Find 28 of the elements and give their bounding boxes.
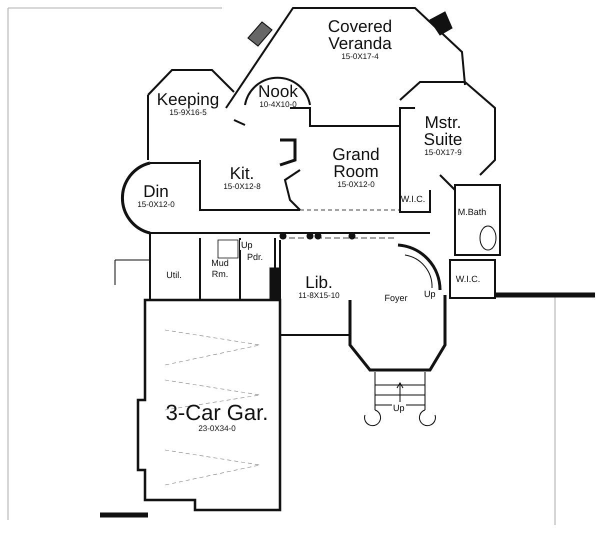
room-dimensions: 10-4X10-0 bbox=[259, 100, 297, 110]
room-name: 3-Car Gar. bbox=[166, 402, 268, 424]
room-dimensions: 15-9X16-5 bbox=[169, 108, 207, 118]
room-name: Grand Room bbox=[331, 146, 381, 180]
room-dimensions: 11-8X15-10 bbox=[298, 290, 340, 300]
room-name: Kit. bbox=[230, 164, 254, 182]
room-name: Foyer bbox=[384, 292, 408, 304]
room-name: Keeping bbox=[156, 90, 220, 108]
room-dimensions: 15-0X12-0 bbox=[137, 200, 175, 210]
room-dimensions: 15-0X12-0 bbox=[337, 180, 375, 190]
room-dimensions: 15-0X17-9 bbox=[424, 148, 462, 158]
room-name: Lib. bbox=[305, 274, 333, 290]
room-name: Din bbox=[143, 182, 169, 200]
stair-direction-label: Up bbox=[423, 289, 437, 299]
room-name: W.I.C. bbox=[400, 194, 426, 204]
room-name: Util. bbox=[166, 270, 182, 280]
stair-direction-label: Up bbox=[240, 240, 254, 250]
room-name: Mud Rm. bbox=[210, 258, 230, 280]
room-dimensions: 15-0X17-4 bbox=[341, 52, 379, 62]
room-dimensions: 15-0X12-8 bbox=[223, 182, 261, 192]
stair-direction-label: Up bbox=[392, 403, 406, 413]
room-name: Mstr. Suite bbox=[422, 114, 464, 148]
room-name: M.Bath bbox=[458, 206, 486, 218]
room-name: Nook bbox=[258, 82, 298, 100]
room-name: W.I.C. bbox=[456, 274, 480, 284]
room-dimensions: 23-0X34-0 bbox=[198, 424, 236, 434]
room-name: Pdr. bbox=[246, 252, 263, 262]
room-name: Covered Veranda bbox=[326, 18, 394, 52]
